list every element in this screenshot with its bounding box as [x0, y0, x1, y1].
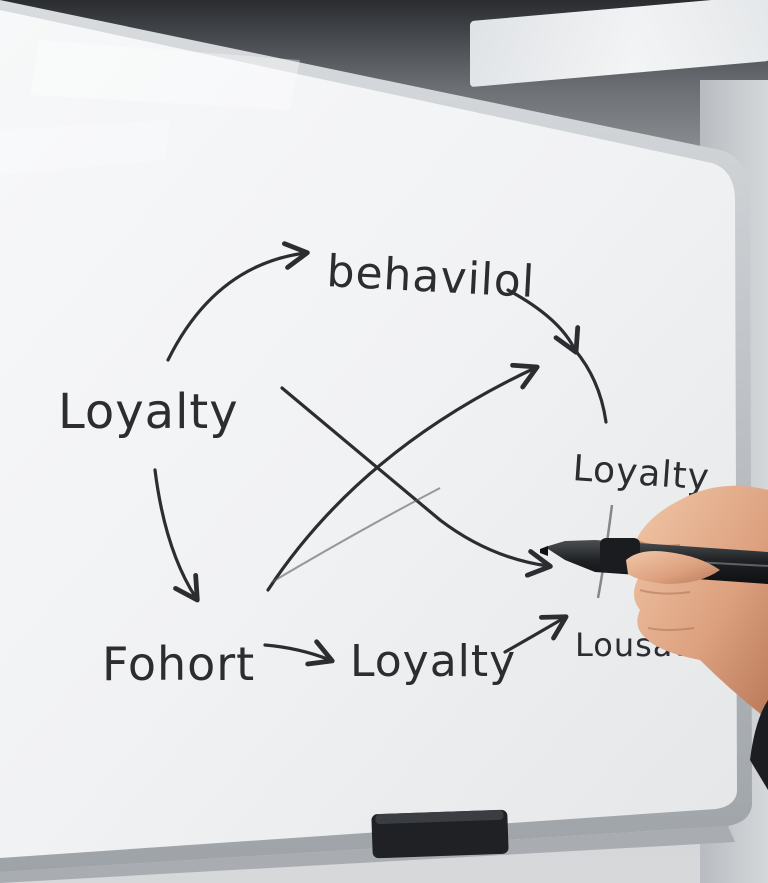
- marker-tray: [0, 826, 735, 883]
- whiteboard-eraser: [371, 809, 509, 859]
- arrow-left-down: [153, 468, 200, 603]
- word-right: Loyalty: [571, 448, 711, 498]
- word-top: behavilol: [325, 246, 536, 308]
- arrow-left-to-top: [166, 241, 310, 362]
- whiteboard-surface: [0, 10, 737, 858]
- arrow-cross-down: [280, 386, 553, 578]
- board-reflection: [0, 120, 170, 175]
- arrow-right-curve: [573, 348, 608, 424]
- thumb: [626, 551, 720, 584]
- sleeve: [750, 700, 768, 790]
- writing-hand: [632, 485, 768, 720]
- arrow-cross-up: [266, 362, 540, 592]
- arrow-bottom-left-to-middle: [263, 639, 335, 667]
- arrow-top-to-right: [506, 288, 581, 355]
- arrow-bottom-middle-to-right: [503, 614, 569, 654]
- word-bottom-left: Fohort: [102, 637, 255, 691]
- board-reflection: [30, 40, 300, 110]
- word-bottom-middle: Loyalty: [350, 636, 516, 687]
- word-left: Loyalty: [58, 384, 239, 440]
- faint-stroke: [271, 487, 441, 583]
